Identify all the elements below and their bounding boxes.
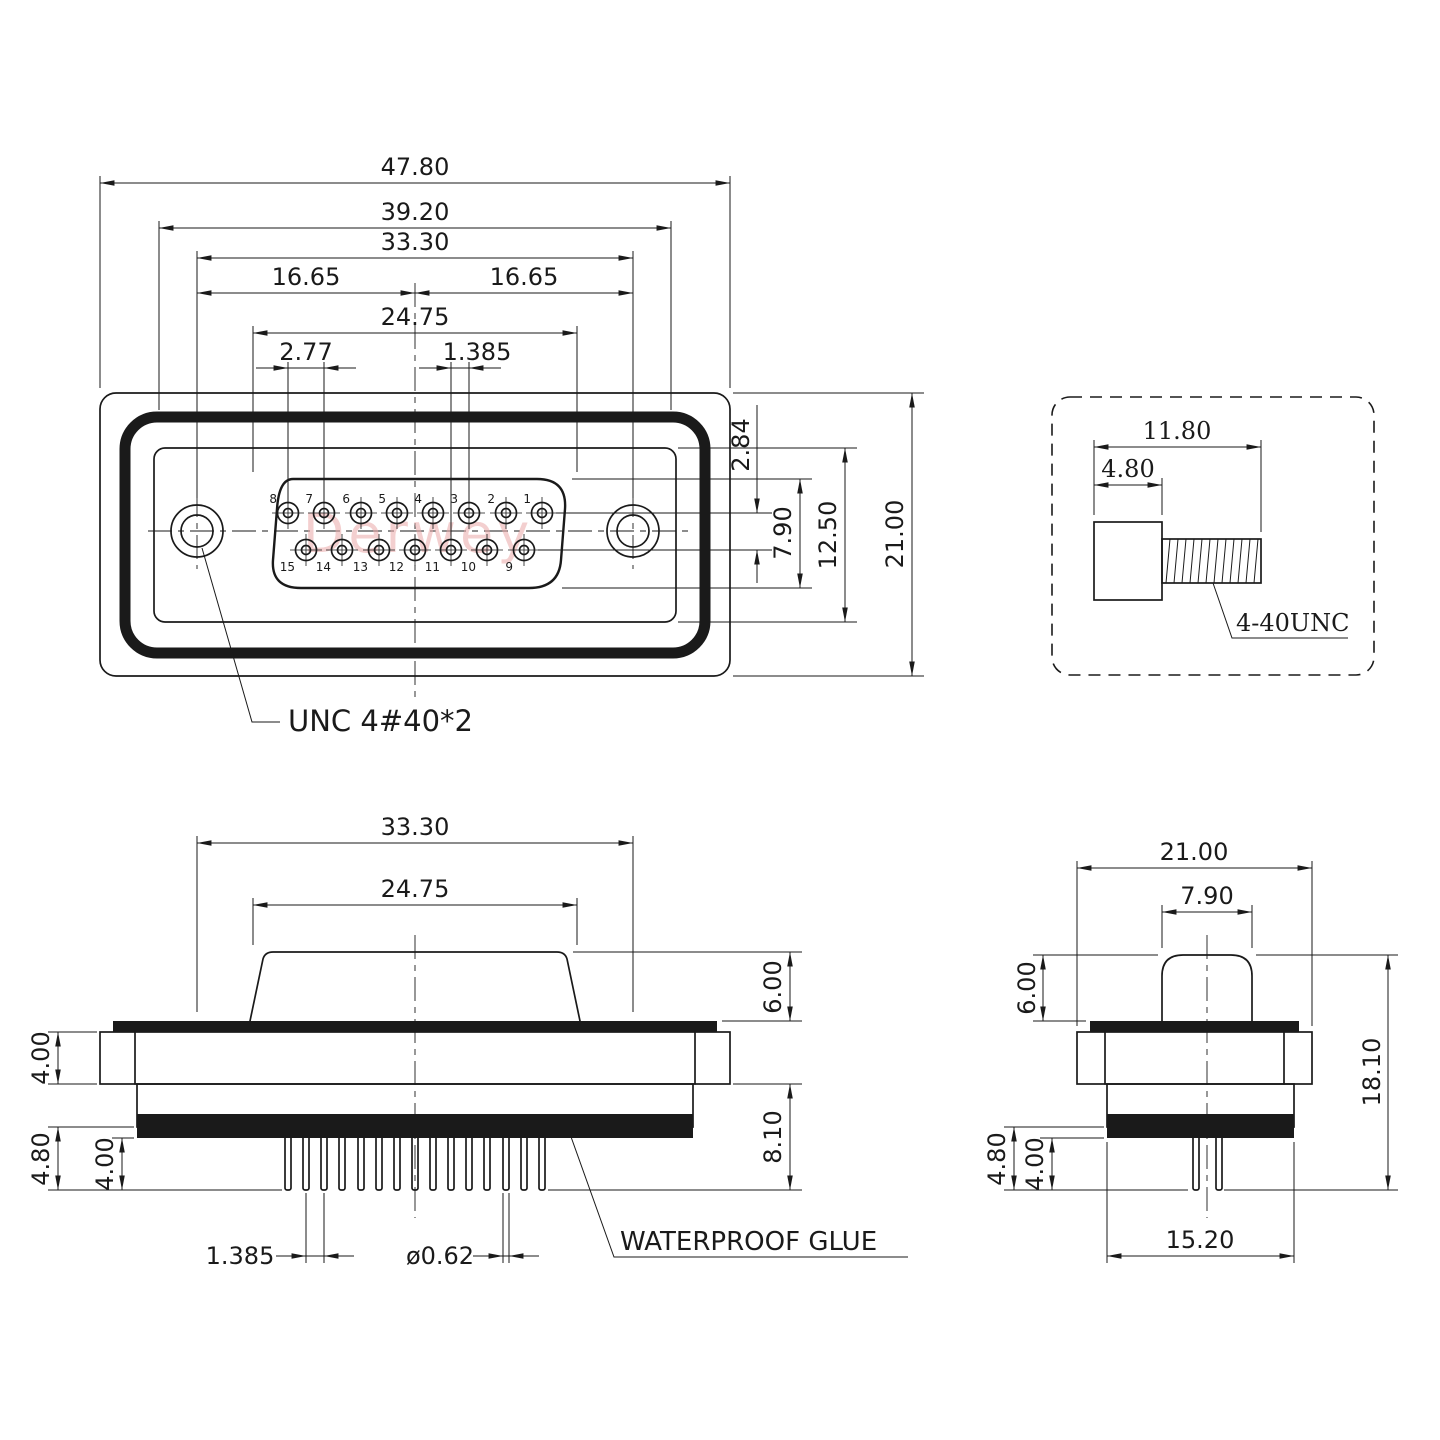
side-view: 33.30 24.75 6.00 8.10 4.00 4.80 4.00 1.3…: [27, 813, 908, 1270]
pin-contacts-top-row: [272, 497, 558, 529]
dim-47-80: 47.80: [381, 153, 450, 181]
dim-33-30: 33.30: [381, 228, 450, 256]
dim-16-65-right: 16.65: [490, 263, 559, 291]
pin-numbers: 8 7 6 5 4 3 2 1 15 14 13 12 11 10 9: [269, 492, 531, 574]
dim-end-18-10: 18.10: [1358, 1038, 1386, 1107]
screw-thread-hatching: [1165, 538, 1259, 584]
dim-side-6-00: 6.00: [759, 960, 787, 1013]
screw-thread-label: 4-40UNC: [1236, 609, 1350, 637]
waterproof-glue-layer: [137, 1114, 693, 1138]
end-flange-steps: [1104, 1031, 1285, 1085]
side-gasket-bar: [113, 1021, 717, 1032]
pin-number: 3: [450, 492, 458, 506]
pin-number: 4: [414, 492, 422, 506]
screw-detail-view: 11.80 4.80 4-40UNC: [1051, 396, 1375, 676]
dim-7-90: 7.90: [769, 506, 797, 559]
end-view: 21.00 7.90 6.00 18.10 4.80 4.00 15.20: [983, 838, 1398, 1263]
dim-12-50: 12.50: [814, 501, 842, 570]
pin-number: 15: [280, 560, 295, 574]
dim-side-33-30: 33.30: [381, 813, 450, 841]
screw-thread-leader: [1212, 582, 1348, 639]
front-extension-lines: [99, 176, 924, 677]
pin-contacts-bottom-row: [290, 534, 540, 566]
pin-number: 12: [389, 560, 404, 574]
dim-side-24-75: 24.75: [381, 875, 450, 903]
d-sub-opening: [271, 477, 567, 590]
pin-number: 1: [523, 492, 531, 506]
dim-side-4-00-pin: 4.00: [91, 1137, 119, 1190]
screw-extension-lines: [1093, 440, 1262, 532]
screw-shaft: [1161, 538, 1262, 584]
pin-number: 13: [353, 560, 368, 574]
dim-end-4-80: 4.80: [983, 1132, 1011, 1185]
pin-number: 2: [487, 492, 495, 506]
screw-head: [1093, 521, 1163, 601]
dim-16-65-left: 16.65: [272, 263, 341, 291]
end-flange: [1076, 1031, 1313, 1085]
side-shell: [249, 951, 581, 1022]
gasket-ring: [119, 411, 711, 659]
dim-end-4-00: 4.00: [1021, 1137, 1049, 1190]
side-flange-steps: [134, 1031, 696, 1085]
end-pins: [1192, 1135, 1223, 1191]
dim-side-4-80: 4.80: [27, 1132, 55, 1185]
dim-11-80: 11.80: [1143, 417, 1212, 445]
mounting-hole-left: [170, 504, 224, 558]
side-pins: [284, 1135, 546, 1191]
dim-21-00: 21.00: [881, 500, 909, 569]
front-centerlines: [148, 283, 688, 700]
dim-end-7-90: 7.90: [1180, 882, 1233, 910]
waterproof-glue-label: WATERPROOF GLUE: [620, 1227, 877, 1257]
pin-number: 6: [342, 492, 350, 506]
dim-end-15-20: 15.20: [1166, 1226, 1235, 1254]
dim-side-1-385: 1.385: [206, 1242, 275, 1270]
pin-number: 10: [461, 560, 476, 574]
dim-4-80: 4.80: [1101, 455, 1154, 483]
pin-number: 5: [378, 492, 386, 506]
end-shell-boss: [1161, 954, 1253, 1022]
dim-side-4-00-flange: 4.00: [27, 1031, 55, 1084]
detail-boundary-box: [1051, 396, 1375, 676]
connector-flange-outline: [99, 392, 731, 677]
end-extension-lines: [1004, 861, 1398, 1263]
shell-inner-outline: [153, 447, 677, 623]
end-glue-layer: [1107, 1114, 1294, 1138]
dim-end-6-00: 6.00: [1013, 961, 1041, 1014]
pin-number: 7: [305, 492, 313, 506]
unc-thread-label: UNC 4#40*2: [288, 704, 473, 738]
dim-2-84: 2.84: [727, 418, 755, 471]
pin-number: 8: [269, 492, 277, 506]
dim-2-77: 2.77: [279, 338, 332, 366]
dim-39-20: 39.20: [381, 198, 450, 226]
unc-leader-line: [201, 547, 280, 723]
mounting-hole-right: [606, 504, 660, 558]
dim-24-75: 24.75: [381, 303, 450, 331]
pin-number: 11: [425, 560, 440, 574]
end-gasket-bar: [1090, 1021, 1299, 1032]
front-view: Derwey 8 7 6 5: [99, 153, 924, 738]
dim-end-21-00: 21.00: [1160, 838, 1229, 866]
dim-side-0-62: ø0.62: [406, 1242, 474, 1270]
watermark-text: Derwey: [303, 502, 533, 565]
dim-1-385: 1.385: [443, 338, 512, 366]
glue-leader-line: [569, 1133, 908, 1258]
pin-number: 14: [316, 560, 331, 574]
pin-number: 9: [505, 560, 513, 574]
dim-side-8-10: 8.10: [759, 1110, 787, 1163]
